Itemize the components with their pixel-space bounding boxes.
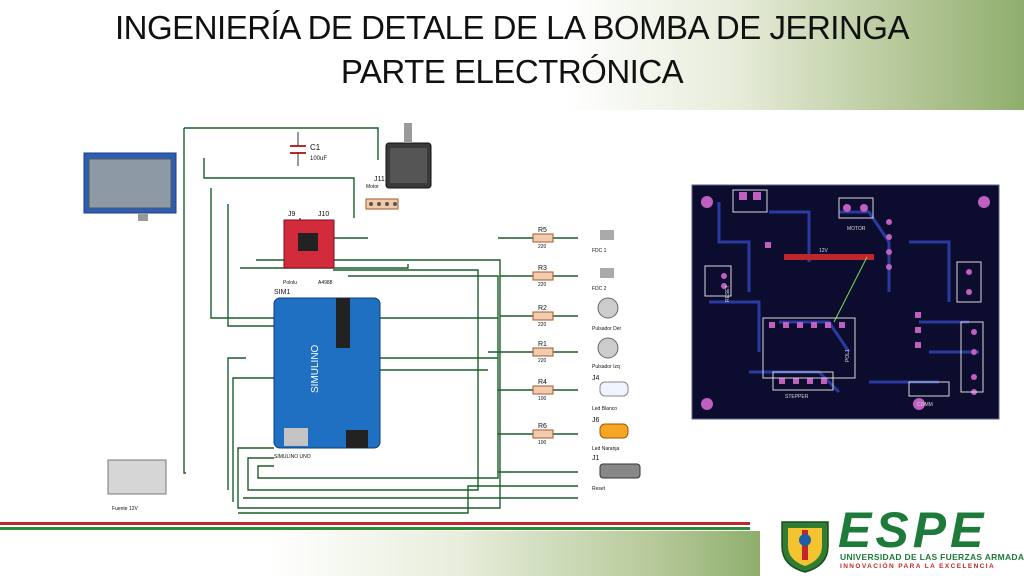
pcb-motor-label: MOTOR: [847, 226, 866, 232]
motor-connector-ref: J11: [374, 176, 385, 183]
pulsador-der-label: Pulsador Der: [592, 326, 622, 332]
board-ref: SIM1: [274, 289, 290, 296]
pcb-12v-trace: [784, 254, 874, 260]
reset-button: J1 Reset: [592, 455, 641, 492]
arduino-board: SIM1 SIMULINO SIMULINO UNO: [273, 289, 381, 460]
reset-ref: J1: [592, 455, 600, 462]
pcb-silkscreen: [704, 189, 984, 397]
board-brand: SIMULINO: [310, 344, 321, 393]
fdc1-label: FDC 1: [592, 248, 607, 254]
pcb-stepper-label: STEPPER: [785, 394, 809, 400]
driver-j10: J10: [318, 211, 329, 218]
r6-ref: R6: [538, 423, 547, 430]
led-orange-ref: J6: [592, 417, 600, 424]
title-band: [0, 0, 1024, 110]
power-label: Fuente 12V: [112, 506, 139, 512]
driver-a4988: J9 J10 Pololu A4988: [283, 211, 335, 286]
resistor-r3: R3 220 FDC 2: [532, 265, 614, 292]
r5-ref: R5: [538, 227, 547, 234]
r6-value: 100: [538, 440, 547, 446]
resistor-r4: R4 100 J4 Led Blanco: [532, 375, 629, 412]
pcb-pol1-label: POL1: [845, 349, 851, 362]
r3-ref: R3: [538, 265, 547, 272]
schematic-wires: [183, 127, 578, 514]
r1-value: 220: [538, 358, 547, 364]
pcb-mounting-holes: [701, 196, 990, 410]
r4-value: 100: [538, 396, 547, 402]
r1-ref: R1: [538, 341, 547, 348]
r2-value: 220: [538, 322, 547, 328]
pulsador-izq-label: Pulsador Izq: [592, 364, 620, 370]
reset-label: Reset: [592, 486, 606, 492]
driver-right-label: A4988: [318, 280, 333, 286]
resistor-r5: R5 220 FDC 1: [532, 227, 614, 254]
r3-value: 220: [538, 282, 547, 288]
footer-stripe-green: [0, 527, 750, 530]
pcb-comm-label: COMM: [917, 402, 933, 408]
university-name: UNIVERSIDAD DE LAS FUERZAS ARMADAS: [840, 552, 1024, 562]
stepper-motor: J11 Motor: [365, 123, 432, 210]
motor-label: Motor: [366, 184, 379, 190]
power-supply: Fuente 12V: [107, 459, 167, 512]
pcb-reset-label: RESET: [725, 285, 731, 302]
capacitor-value: 100uF: [310, 156, 327, 162]
led-orange-label: Led Naranja: [592, 446, 619, 452]
capacitor-ref: C1: [310, 143, 321, 152]
r4-ref: R4: [538, 379, 547, 386]
r2-ref: R2: [538, 305, 547, 312]
resistor-r2: R2 220 Pulsador Der: [532, 297, 622, 332]
resistor-r6: R6 100 J6 Led Naranja: [532, 417, 629, 452]
espe-crest-icon: [781, 521, 829, 573]
pcb-layout: 12V MOTOR STEPPER POL1 RESE: [689, 182, 1002, 422]
circuit-schematic: C1 100uF J11 Motor J9 J10 Pololu A4988 S…: [83, 123, 641, 514]
driver-left-label: Pololu: [283, 280, 297, 286]
pcb-12v-label: 12V: [819, 248, 829, 254]
pcb-airwire: [833, 256, 868, 323]
slide-title: INGENIERÍA DE DETALE DE LA BOMBA DE JERI…: [0, 6, 1024, 94]
espe-logo-text: ESPE: [838, 502, 988, 558]
r5-value: 220: [538, 244, 547, 250]
board-name: SIMULINO UNO: [274, 454, 311, 460]
capacitor-c1: C1 100uF: [290, 132, 327, 166]
slide-title-line2: PARTE ELECTRÓNICA: [340, 53, 684, 90]
slide-title-line1: INGENIERÍA DE DETALE DE LA BOMBA DE JERI…: [115, 9, 909, 46]
footer-stripe-red: [0, 522, 750, 525]
fdc2-label: FDC 2: [592, 286, 607, 292]
led-white-ref: J4: [592, 375, 600, 382]
led-white-label: Led Blanco: [592, 406, 617, 412]
pcb-pads: [721, 192, 977, 395]
footer-gradient: [0, 531, 760, 576]
lcd-display: [83, 152, 177, 221]
university-motto: INNOVACIÓN PARA LA EXCELENCIA: [840, 563, 996, 570]
resistor-r1: R1 220 Pulsador Izq: [532, 337, 620, 370]
driver-j9: J9: [288, 211, 296, 218]
